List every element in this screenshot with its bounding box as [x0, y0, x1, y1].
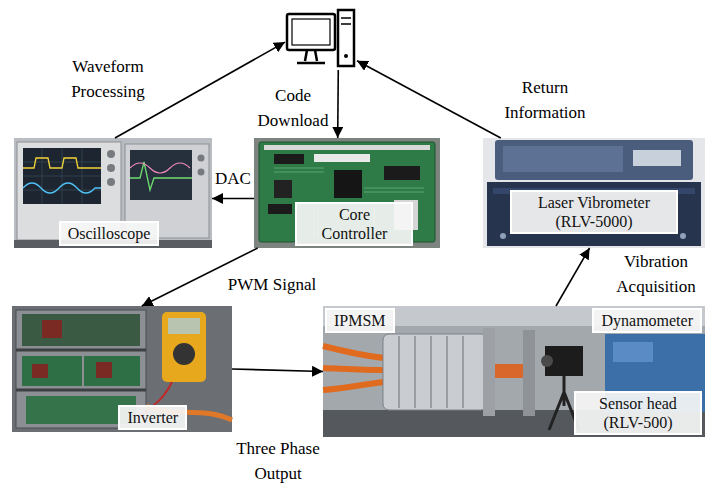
vibrometer-photo-part: [633, 150, 681, 166]
oscilloscope-photo-part: [14, 138, 212, 248]
connector-label: Vibration Acquisition: [606, 250, 706, 299]
part-label: Oscilloscope: [59, 221, 160, 246]
part-label: Laser Vibrometer (RLV-5000): [510, 190, 678, 234]
computer-outline: [285, 8, 357, 70]
vibrometer-photo-part: [483, 138, 705, 248]
motor-bench-panel: IPMSM DynamometerSensor head (RLV-500): [323, 306, 705, 437]
inverter-photo-part: [16, 350, 146, 390]
inverter-photo-part: [168, 318, 200, 334]
motor-bench-photo-part: [523, 330, 535, 416]
signal-arrow: [337, 70, 339, 138]
motor-bench-photo: [323, 306, 705, 437]
motor-bench-photo-part: [613, 342, 653, 362]
part-label: Dynamometer: [592, 308, 702, 333]
vibrometer-photo-part: [500, 233, 506, 239]
oscilloscope-photo-part: [23, 158, 101, 168]
motor-bench-photo-part: [323, 368, 385, 370]
oscilloscope-photo-part: [23, 148, 101, 204]
oscilloscope-photo-part: [107, 164, 115, 172]
connector-label: Code Download: [253, 84, 333, 133]
oscilloscope-photo-part: [107, 150, 115, 158]
controller-photo-part: [268, 204, 292, 214]
part-label: Sensor head (RLV-500): [574, 391, 702, 435]
computer-outline-part: [297, 50, 325, 63]
inverter-photo-part: [32, 364, 48, 378]
vibrometer-photo-part: [487, 182, 701, 246]
controller-photo-part: [314, 154, 370, 162]
oscilloscope-photo: [14, 138, 212, 248]
oscilloscope-photo-part: [23, 148, 101, 204]
vibrometer-photo: [483, 138, 705, 248]
controller-photo-part: [274, 154, 304, 164]
vibrometer-photo-part: [503, 146, 623, 172]
inverter-photo-part: [22, 314, 140, 346]
motor-bench-photo-part: [541, 355, 553, 367]
computer-outline-part: [292, 19, 330, 45]
inverter-photo-part: [173, 343, 195, 365]
motor-bench-photo-part: [323, 346, 385, 358]
controller-photo-part: [384, 166, 420, 180]
connector-label: Three Phase Output: [223, 437, 333, 486]
computer-icon: [285, 8, 357, 70]
inverter-photo-part: [12, 306, 232, 432]
oscilloscope-photo-part: [198, 169, 205, 176]
part-label: Core Controller: [295, 202, 413, 246]
oscilloscope-photo-part: [198, 155, 205, 162]
inverter-photo-part: [22, 356, 82, 386]
vibrometer-photo-part: [680, 233, 686, 239]
oscilloscope-photo-part: [107, 178, 115, 186]
part-label: IPMSM: [325, 308, 395, 333]
connector-label: PWM Signal: [202, 273, 342, 298]
controller-panel: Core Controller: [254, 138, 440, 248]
signal-arrow: [357, 61, 501, 138]
oscilloscope-photo-part: [23, 183, 101, 193]
signal-arrow: [556, 248, 590, 306]
controller-photo-part: [254, 138, 440, 248]
controller-photo-part: [264, 145, 430, 150]
inverter-photo-part: [42, 320, 62, 338]
oscilloscope-photo-part: [130, 163, 190, 173]
vibrometer-panel: Laser Vibrometer (RLV-5000): [483, 138, 705, 248]
computer-outline-part: [287, 14, 335, 50]
vibrometer-photo-part: [495, 140, 693, 180]
inverter-photo-part: [84, 356, 140, 386]
motor-bench-photo-part: [383, 334, 487, 410]
motor-bench-photo-part: [323, 382, 385, 390]
signal-arrow: [232, 369, 323, 372]
computer-outline-part: [338, 10, 354, 66]
motor-bench-photo-part: [323, 306, 705, 437]
inverter-photo-part: [162, 312, 206, 382]
computer-outline-part: [344, 54, 348, 58]
oscilloscope-panel: Oscilloscope: [14, 138, 212, 248]
part-label: Inverter: [118, 405, 187, 430]
connector-label: Waveform Processing: [61, 55, 156, 104]
connector-label: DAC: [213, 167, 253, 192]
connector-label: Return Information: [498, 76, 593, 125]
controller-photo-part: [334, 170, 362, 198]
motor-bench-photo-part: [483, 328, 495, 416]
controller-photo-part: [274, 180, 292, 198]
signal-arrow: [212, 198, 254, 200]
inverter-photo: [12, 306, 232, 432]
inverter-panel: Inverter: [12, 306, 232, 432]
inverter-photo-part: [96, 362, 112, 378]
oscilloscope-photo-part: [130, 150, 192, 200]
oscilloscope-photo-part: [130, 162, 192, 190]
computer-outline-part: [341, 18, 351, 24]
controller-photo: [254, 138, 440, 248]
motor-bench-photo-part: [399, 336, 463, 408]
